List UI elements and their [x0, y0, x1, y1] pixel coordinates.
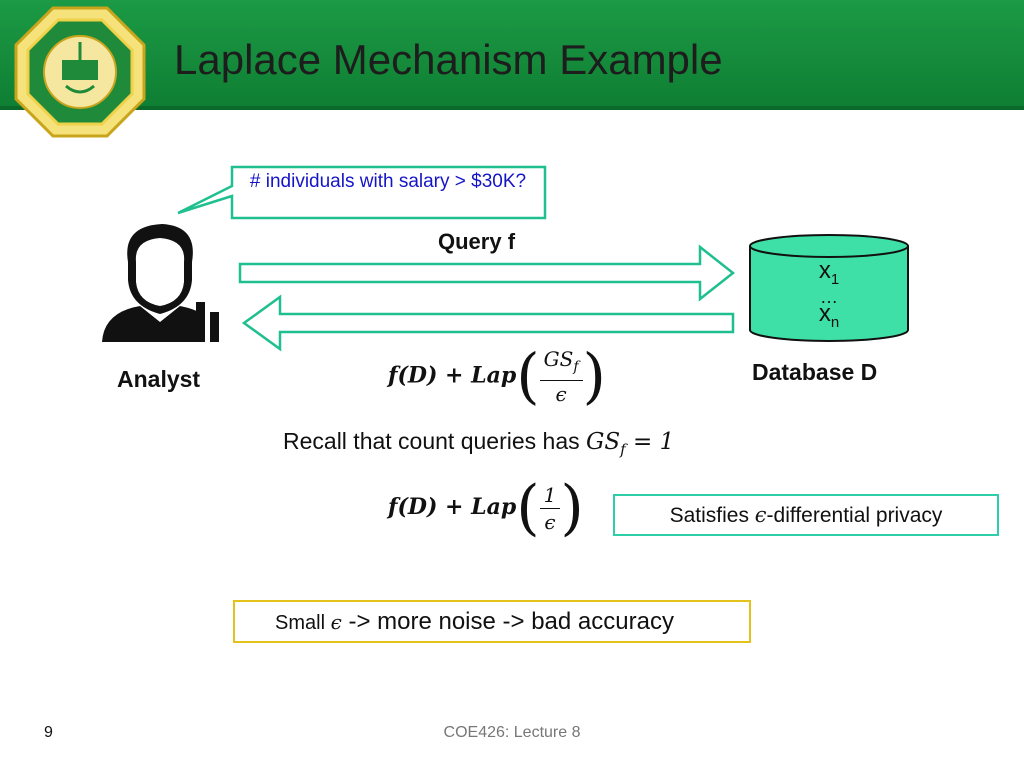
- database-label: Database D: [752, 359, 878, 385]
- footer-course: COE426: Lecture 8: [443, 724, 581, 741]
- response-arrow: [241, 294, 735, 352]
- analyst-label: Analyst: [117, 366, 201, 392]
- accuracy-box: Small ϵ -> more noise -> bad accuracy: [233, 600, 751, 643]
- database-items: x1 … xn: [812, 257, 846, 334]
- db-item-last: xn: [818, 299, 840, 331]
- callout-bubble: [177, 165, 547, 220]
- analyst-icon: [102, 224, 219, 342]
- university-logo-icon: [14, 6, 146, 138]
- privacy-box: Satisfies ϵ-differential privacy: [613, 494, 999, 536]
- db-item-first: x1: [818, 257, 840, 288]
- slide-title: Laplace Mechanism Example: [174, 36, 723, 83]
- page-number: 9: [44, 724, 53, 741]
- slide-header: [0, 0, 1024, 110]
- query-label: Query f: [438, 229, 516, 254]
- db-item-dots: …: [820, 286, 838, 307]
- callout-text: # individuals with salary > $30K?: [249, 171, 527, 192]
- recall-text: Recall that count queries has GSf = 1: [283, 428, 675, 459]
- database-cylinder: [749, 234, 909, 342]
- query-arrow: [238, 244, 736, 302]
